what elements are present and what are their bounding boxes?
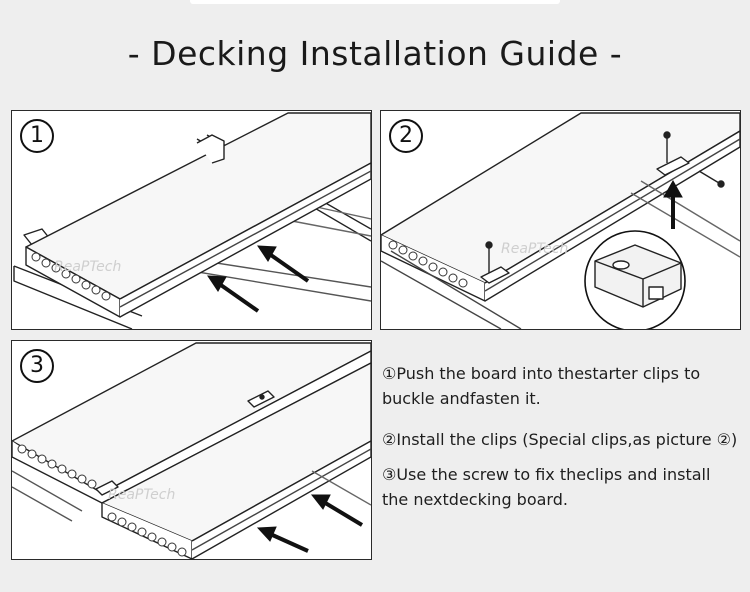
instruction-2-line-1: ②Install the clips (Special clips,as pic… [382,430,738,449]
step-2-illustration: ReaPTech [381,112,740,329]
step-2-number: 2 [389,119,423,153]
top-bar [190,0,560,4]
instruction-3-line-1: ③Use the screw to fix theclips and insta… [382,465,711,484]
svg-text:ReaPTech: ReaPTech [108,487,175,503]
step-2-panel: 2 [380,110,741,330]
svg-text:ReaPTech: ReaPTech [501,241,568,257]
svg-text:ReaPTech: ReaPTech [54,259,121,275]
instruction-3-line-2: the nextdecking board. [382,490,568,509]
instruction-2: ②Install the clips (Special clips,as pic… [382,427,744,452]
step-3-panel: 3 [11,340,372,560]
step-3-number: 3 [20,349,54,383]
step-1-number: 1 [20,119,54,153]
step-1-illustration: ReaPTech [13,112,371,329]
instruction-1-line-2: buckle andfasten it. [382,389,541,408]
page-title: - Decking Installation Guide - [127,34,623,73]
instruction-1: ①Push the board into thestarter clips to… [382,361,744,411]
instruction-3: ③Use the screw to fix theclips and insta… [382,462,744,512]
instruction-1-line-1: ①Push the board into thestarter clips to [382,364,701,383]
step-3-illustration: ReaPTech [12,342,371,559]
step-1-panel: 1 [11,110,372,330]
